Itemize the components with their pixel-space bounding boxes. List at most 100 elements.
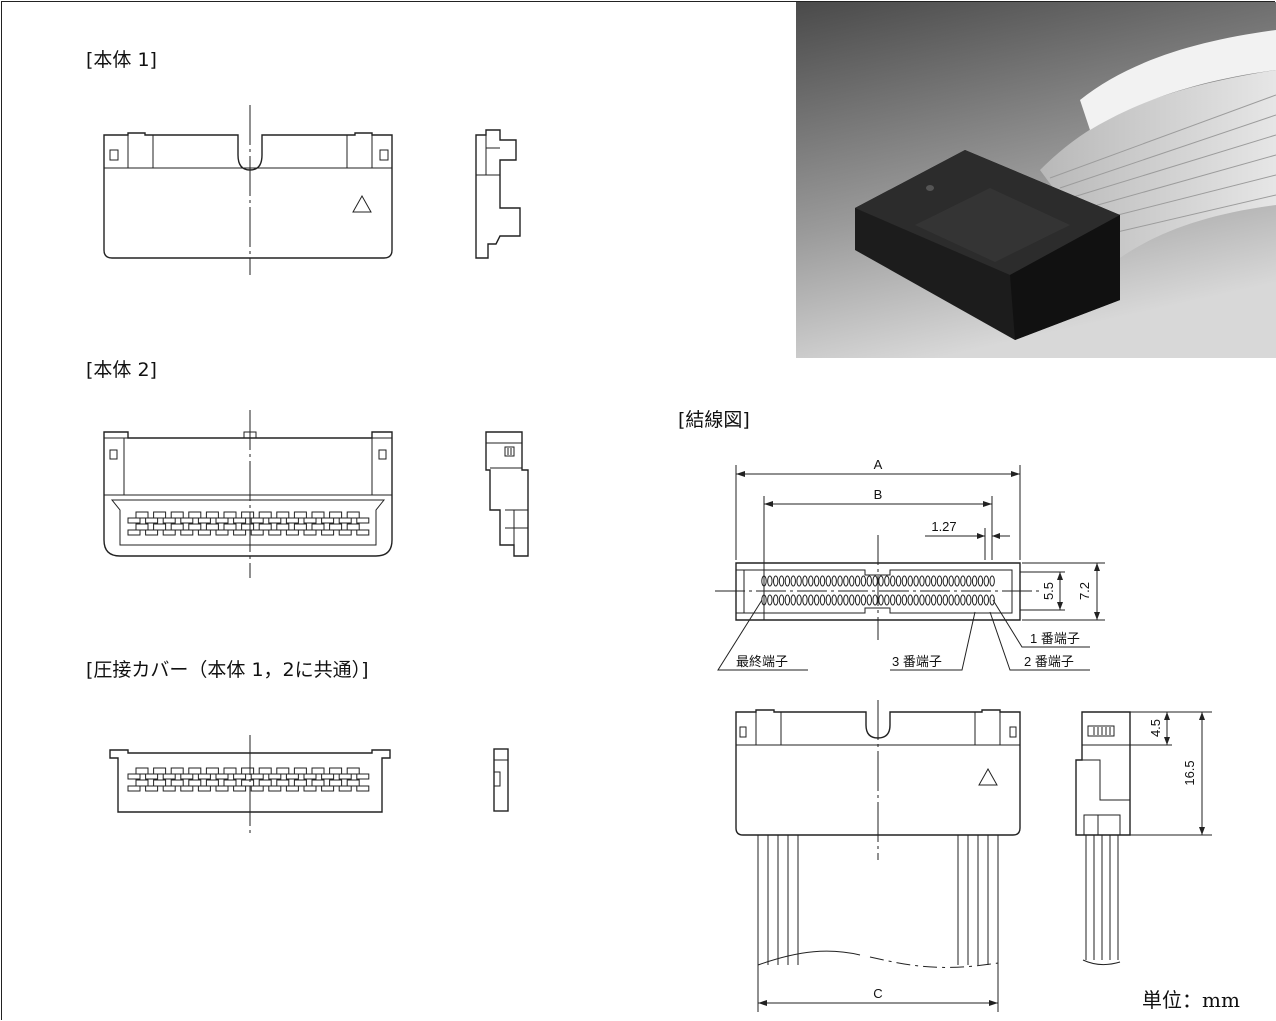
wire-hole — [954, 594, 960, 606]
contact-slot — [311, 767, 325, 775]
contact-slot — [356, 529, 370, 536]
contact-slot — [223, 779, 237, 787]
dim-72-label: 7.2 — [1077, 582, 1092, 600]
contact-slot — [321, 773, 335, 780]
contact-slot — [127, 517, 141, 524]
contact-slot — [145, 785, 159, 792]
contact-slot — [321, 517, 335, 524]
contact-slot — [215, 773, 229, 780]
contact-slot — [329, 511, 343, 519]
wire-hole — [790, 594, 796, 606]
wire-hole — [843, 575, 849, 587]
wire-hole — [813, 575, 820, 587]
wire-hole — [989, 594, 995, 606]
wire-hole — [831, 575, 837, 587]
wire-hole — [977, 594, 984, 606]
contact-slot — [258, 523, 272, 531]
contact-slot — [127, 529, 141, 536]
wire-hole — [983, 594, 989, 606]
contact-slot — [346, 523, 360, 531]
wire-hole — [808, 594, 814, 606]
contact-slot — [321, 785, 335, 792]
wire-hole — [925, 594, 931, 606]
contact-slot — [329, 767, 343, 775]
wire-hole — [773, 575, 779, 587]
contact-slot — [145, 529, 159, 536]
cover-title: [圧接カバー（本体 1，2に共通）] — [86, 659, 369, 681]
contact-slot — [180, 785, 194, 792]
product-photo — [796, 2, 1276, 358]
contact-slot — [135, 511, 149, 519]
wire-hole — [837, 575, 843, 587]
contact-slot — [285, 529, 299, 536]
contact-slot — [356, 517, 370, 524]
wire-hole — [878, 575, 884, 587]
contact-slot — [356, 773, 370, 780]
contact-slot — [145, 773, 159, 780]
wire-hole — [878, 594, 884, 606]
contact-slot — [153, 523, 167, 531]
contact-slot — [205, 523, 219, 531]
contact-slot — [188, 767, 202, 775]
contact-slot — [241, 767, 255, 775]
contact-slot — [311, 779, 325, 787]
wire-hole — [907, 575, 913, 587]
wire-hole — [872, 575, 878, 587]
contact-slot — [258, 511, 272, 519]
wire-hole — [854, 594, 861, 606]
contact-slot — [285, 785, 299, 792]
contact-slot — [205, 767, 219, 775]
contact-slot — [188, 511, 202, 519]
wire-hole — [761, 575, 767, 587]
contact-slot — [250, 529, 264, 536]
contact-slot — [153, 779, 167, 787]
contact-slot — [241, 511, 255, 519]
wire-hole — [884, 594, 890, 606]
body2-front-view — [103, 410, 393, 578]
dim-b-label: B — [874, 487, 883, 502]
contact-slot — [276, 523, 290, 531]
wire-hole — [843, 594, 849, 606]
contact-slot — [170, 523, 184, 531]
wire-hole — [849, 594, 855, 606]
contact-slot — [205, 779, 219, 787]
wire-hole — [837, 594, 843, 606]
contact-slot — [205, 511, 219, 519]
wire-hole — [860, 575, 867, 587]
contact-slot — [127, 773, 141, 780]
wire-hole — [954, 575, 960, 587]
wire-hole — [767, 575, 773, 587]
wire-hole — [860, 594, 867, 606]
wire-hole — [919, 594, 925, 606]
dim-pitch-label: 1.27 — [931, 519, 956, 534]
wire-hole — [773, 594, 779, 606]
contact-slot — [303, 785, 317, 792]
contact-slot — [215, 517, 229, 524]
wire-hole — [971, 575, 978, 587]
pin2-label: 2 番端子 — [1024, 654, 1074, 669]
contact-slot — [197, 529, 211, 536]
wiring-side-view: 4.5 16.5 — [1075, 711, 1212, 966]
contact-slot — [329, 523, 343, 531]
wire-holes — [761, 575, 995, 606]
contact-slot — [127, 785, 141, 792]
contact-slot — [170, 511, 184, 519]
wire-hole — [819, 594, 826, 606]
wire-hole — [960, 594, 966, 606]
wire-hole — [895, 575, 902, 587]
contact-slot — [135, 767, 149, 775]
contact-slot — [258, 767, 272, 775]
wire-hole — [884, 575, 890, 587]
wire-hole — [808, 575, 814, 587]
wire-hole — [819, 575, 826, 587]
wire-hole — [966, 594, 972, 606]
contact-slot — [250, 773, 264, 780]
contact-slot — [223, 523, 237, 531]
contact-slot — [180, 773, 194, 780]
contact-slot — [233, 773, 247, 780]
contact-slot — [170, 779, 184, 787]
contact-slot — [250, 517, 264, 524]
dim-165-label: 16.5 — [1182, 760, 1197, 785]
contact-slot — [135, 523, 149, 531]
